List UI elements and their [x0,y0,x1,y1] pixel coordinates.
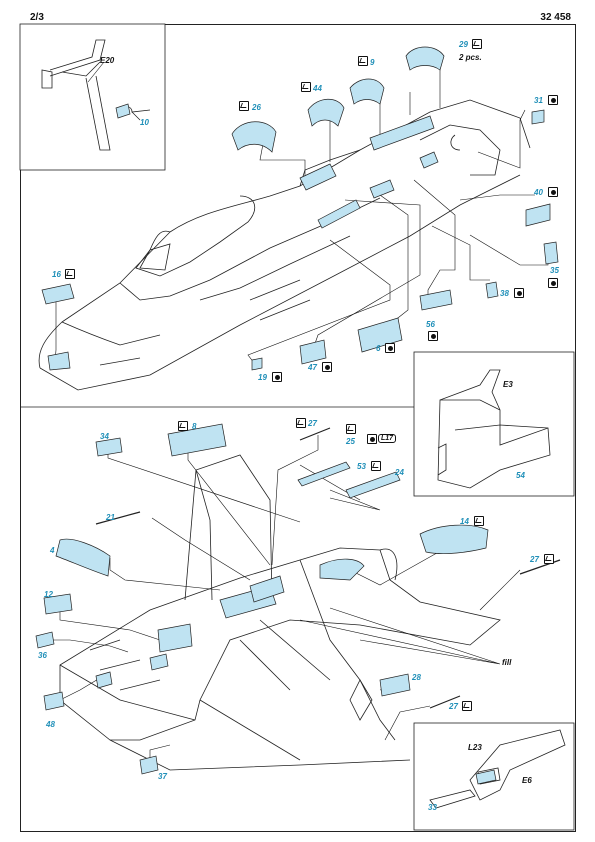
label-fill: fill [502,658,512,667]
label-part-26: 26 [252,103,261,112]
label-part-24: 24 [395,468,404,477]
round-icon [367,434,377,444]
label-part-40: 40 [534,188,543,197]
round-icon [548,187,558,197]
round-icon [514,288,524,298]
fold-icon [346,424,356,434]
fold-icon [462,701,472,711]
label-part-34: 34 [100,432,109,441]
fold-icon [296,418,306,428]
label-part-10: 10 [140,118,149,127]
label-part-37: 37 [158,772,167,781]
round-icon [272,372,282,382]
round-icon [548,95,558,105]
label-part-19: 19 [258,373,267,382]
fold-icon [474,516,484,526]
label-part-31: 31 [534,96,543,105]
label-part-27-bottom: 27 [449,702,458,711]
fold-icon [239,101,249,111]
label-part-53: 53 [357,462,366,471]
label-part-29: 29 [459,40,468,49]
round-icon [428,331,438,341]
fold-icon [301,82,311,92]
round-icon [385,343,395,353]
label-part-56: 56 [426,320,435,329]
label-part-29-note: 2 pcs. [459,53,482,62]
label-part-25: 25 [346,437,355,446]
fold-icon [358,56,368,66]
label-e6: E6 [522,776,532,785]
label-e3: E3 [503,380,513,389]
label-part-35: 35 [550,266,559,275]
label-part-36: 36 [38,651,47,660]
label-part-47: 47 [308,363,317,372]
label-part-27-right: 27 [530,555,539,564]
label-part-16: 16 [52,270,61,279]
label-part-9: 9 [370,58,375,67]
label-part-12: 12 [44,590,53,599]
fold-icon [544,554,554,564]
page-number: 2/3 [30,12,44,23]
label-part-8: 8 [192,422,197,431]
label-part-6: 6 [376,344,381,353]
kit-number: 32 458 [540,12,571,23]
round-icon [322,362,332,372]
fold-icon [472,39,482,49]
label-part-54: 54 [516,471,525,480]
fold-icon [371,461,381,471]
ref-l17: L17 [378,434,397,443]
fold-icon [65,269,75,279]
label-e20: E20 [100,56,115,65]
label-part-48: 48 [46,720,55,729]
label-part-27-top: 27 [308,419,317,428]
label-l23: L23 [468,743,482,752]
label-part-21: 21 [106,513,115,522]
fold-icon [178,421,188,431]
label-part-38: 38 [500,289,509,298]
label-part-44: 44 [313,84,322,93]
label-part-4: 4 [50,546,55,555]
round-icon [548,278,558,288]
label-part-33: 33 [428,803,437,812]
label-part-28: 28 [412,673,421,682]
label-part-14: 14 [460,517,469,526]
